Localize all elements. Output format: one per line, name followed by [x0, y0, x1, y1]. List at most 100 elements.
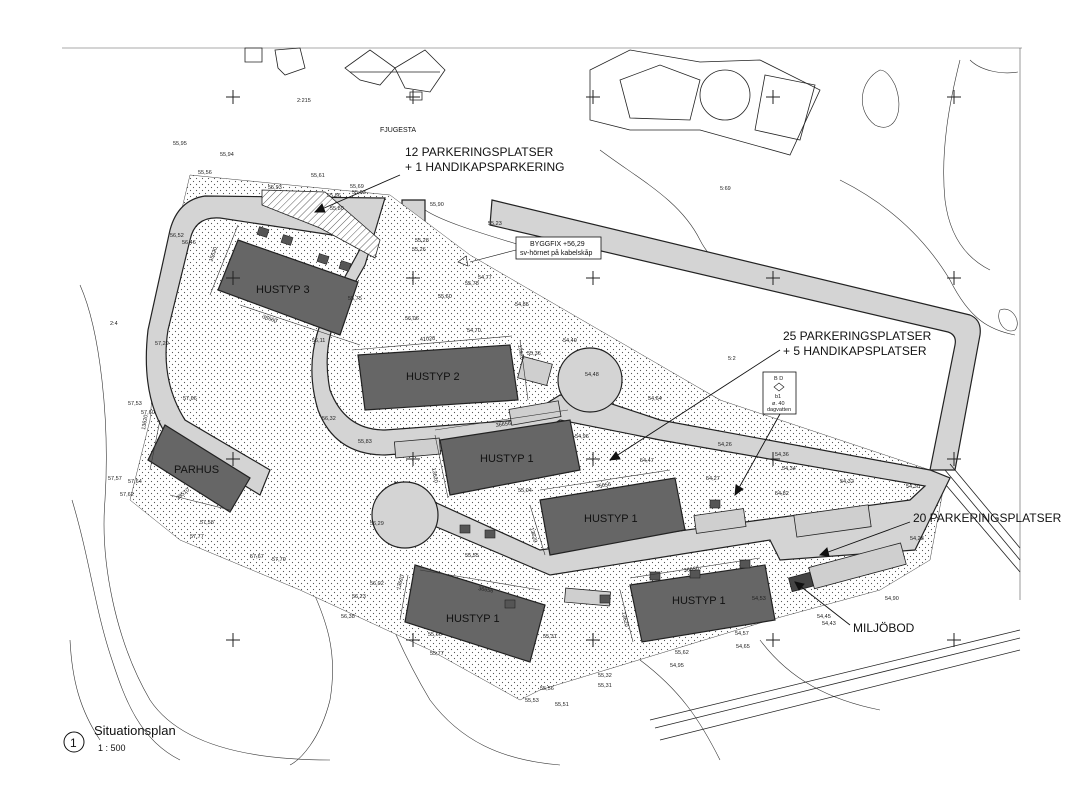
level-15: 57,79	[272, 557, 286, 563]
level-54: 54,95	[670, 663, 684, 669]
label-hustyp-1-b: HUSTYP 1	[584, 513, 638, 525]
building-parhus	[147, 424, 251, 513]
level-49: 54,30	[906, 484, 920, 490]
drawing-number: 1	[70, 736, 77, 750]
dim-11: 36656	[683, 566, 699, 574]
level-25: 55,66	[428, 632, 442, 638]
parking-areas	[261, 189, 907, 607]
railway-tracks	[649, 463, 1021, 741]
level-36: 54,77	[478, 275, 492, 281]
level-47: 54,82	[775, 491, 789, 497]
level-35: 54,47	[640, 458, 654, 464]
drawing-frame	[62, 47, 1022, 600]
label-hustyp-1-c: HUSTYP 1	[446, 613, 500, 625]
level-32: 55,31	[598, 683, 612, 689]
parcel-label-3: 5:2	[728, 356, 736, 362]
callout-parking-south: 20 PARKERINGSPLATSER	[913, 511, 1062, 525]
level-41: 54,48	[585, 372, 599, 378]
level-43: 54,27	[706, 476, 720, 482]
level-57: 54,43	[822, 621, 836, 627]
level-62: 55,28	[415, 238, 429, 244]
level-59: 55,63	[352, 190, 366, 196]
title-block: 1 Situationsplan 1 : 500	[63, 723, 176, 753]
drainage-sub: b1	[775, 394, 781, 400]
level-34: 54,96	[575, 434, 589, 440]
level-5: 56,46	[182, 240, 196, 246]
dimension-numbers: 15620 36660 41020 13620 36656 13620 3665…	[141, 246, 699, 627]
building-hustyp-1-c	[404, 564, 546, 663]
dim-12: 13620	[620, 611, 629, 627]
level-19: 55,83	[358, 439, 372, 445]
callout-parking-north-2: + 1 HANDIKAPSPARKERING	[405, 160, 565, 174]
building-hustyp-1-a	[439, 419, 581, 496]
level-9: 57,57	[108, 476, 122, 482]
dim-5: 36656	[495, 421, 511, 429]
level-61: 55,90	[430, 202, 444, 208]
level-24: 56,38	[341, 614, 355, 620]
level-13: 57,77	[190, 534, 204, 540]
level-21: 55,55	[465, 553, 479, 559]
level-8: 57,60	[141, 410, 155, 416]
level-52: 54,57	[735, 631, 749, 637]
level-10: 57,64	[128, 479, 142, 485]
level-16: 57,66	[183, 396, 197, 402]
label-hustyp-1-d: HUSTYP 1	[672, 595, 726, 607]
level-4: 56,52	[170, 233, 184, 239]
level-56: 54,45	[817, 614, 831, 620]
existing-buildings-north	[244, 47, 821, 156]
label-parhus: PARHUS	[174, 464, 219, 476]
leader-arrows	[314, 174, 911, 626]
level-60: 55,69	[350, 184, 364, 190]
callout-parking-east-1: 25 PARKERINGSPLATSER	[783, 329, 932, 343]
dim-9: 36656	[478, 586, 494, 595]
buildings	[147, 226, 776, 663]
level-23: 56,23	[352, 594, 366, 600]
label-hustyp-1-a: HUSTYP 1	[480, 453, 534, 465]
level-53: 54,65	[736, 644, 750, 650]
level-44: 54,36	[775, 452, 789, 458]
building-hustyp-1-d	[629, 564, 776, 643]
level-72: 56,06	[405, 316, 419, 322]
level-12: 57,58	[200, 520, 214, 526]
grid-crosshairs	[226, 90, 961, 647]
level-30: 55,51	[555, 702, 569, 708]
level-20: 56,29	[370, 521, 384, 527]
level-2: 55,94	[220, 152, 234, 158]
level-22: 56,02	[370, 581, 384, 587]
level-18: 56,11	[312, 338, 325, 344]
label-hustyp-2: HUSTYP 2	[406, 371, 460, 383]
dim-1: 15620	[208, 246, 219, 262]
callout-miljobod: MILJÖBOD	[853, 621, 915, 635]
callout-parking-north-1: 12 PARKERINGSPLATSER	[405, 145, 554, 159]
level-45: 54,34	[782, 466, 796, 472]
level-27: 55,77	[430, 651, 444, 657]
level-64: 55,23	[488, 221, 502, 227]
building-hustyp-3	[217, 239, 359, 336]
level-46: 54,32	[840, 479, 854, 485]
dim-2: 36660	[261, 314, 277, 324]
level-3: 55,56	[198, 170, 212, 176]
dim-8: 13620	[528, 527, 538, 543]
spot-levels: 55,95 55,94 55,56 56,52 56,46 57,29 57,5…	[108, 141, 924, 708]
building-hustyp-2	[357, 344, 519, 411]
level-70: 54,85	[515, 302, 529, 308]
level-50: 54,28	[910, 536, 924, 542]
drainage-code: B D	[774, 376, 783, 382]
callout-parking-east-2: + 5 HANDIKAPSPLATSER	[783, 344, 927, 358]
dim-14: 13620	[141, 414, 150, 430]
level-26: 55,31	[543, 634, 557, 640]
drainage-size: ø. 40	[772, 401, 785, 407]
dim-6: 13620	[430, 467, 439, 483]
level-17: 56,32	[322, 416, 336, 422]
level-63: 55,26	[412, 247, 426, 253]
level-71: 54,90	[885, 596, 899, 602]
level-40: 54,49	[563, 338, 577, 344]
benchmark-line2: sv-hörnet på kabelskåp	[520, 249, 592, 257]
parcel-label-2: 5:69	[720, 186, 731, 192]
level-58: 55,61	[311, 173, 325, 179]
level-29: 55,53	[525, 698, 539, 704]
level-1: 55,95	[173, 141, 187, 147]
benchmark-note: BYGGFIX +56,29 sv-hörnet på kabelskåp	[457, 236, 602, 267]
